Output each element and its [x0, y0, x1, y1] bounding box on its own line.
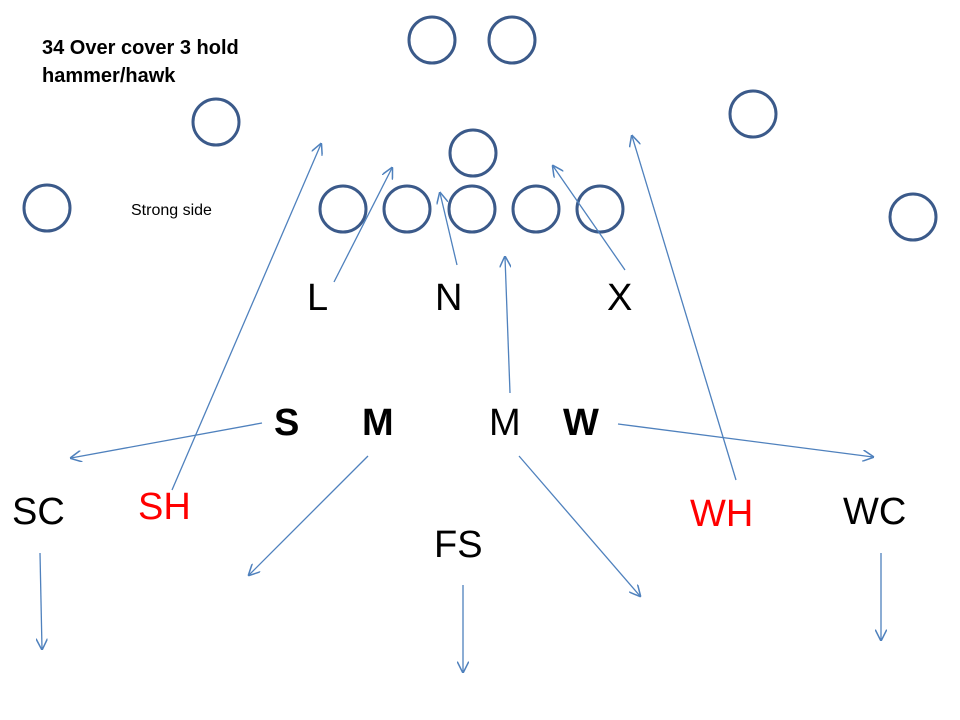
m-strong-hook-arrow	[249, 455, 369, 575]
offense-wide-receiver	[22, 183, 72, 233]
offense-lineman	[382, 184, 432, 234]
play-title-line2: hammer/hawk	[42, 65, 176, 87]
defender-wc: WC	[843, 491, 907, 533]
m-weak-blitz-arrow	[505, 257, 510, 394]
w-flat-arrow	[617, 423, 873, 457]
wh-deep-arrow	[632, 136, 737, 481]
defender-sc: SC	[12, 491, 65, 533]
defender-sh: SH	[138, 486, 191, 528]
offense-wide-receiver	[888, 192, 938, 242]
sc-deep-arrow	[40, 552, 42, 649]
n-rush-arrow	[440, 193, 458, 266]
offense-receiver	[407, 15, 457, 65]
defender-l: L	[307, 277, 329, 319]
offense-lineman	[511, 184, 561, 234]
defense-assignments	[40, 136, 881, 672]
offense-players	[22, 15, 938, 242]
offense-receiver	[487, 15, 537, 65]
m-weak-hook-arrow	[518, 455, 640, 596]
s-flat-arrow	[71, 422, 263, 458]
defender-n: N	[435, 277, 463, 319]
defender-wh: WH	[690, 493, 754, 535]
defender-m-strong: M	[362, 402, 394, 444]
defender-s: S	[274, 402, 300, 444]
l-rush-arrow	[333, 168, 392, 283]
strong-side-note: Strong side	[131, 202, 212, 219]
defender-w: W	[563, 402, 599, 444]
x-rush-arrow	[553, 166, 626, 271]
offense-receiver	[728, 89, 778, 139]
defender-m-weak: M	[489, 402, 521, 444]
offense-lineman	[575, 184, 625, 234]
defender-x: X	[607, 277, 633, 319]
offense-center	[447, 184, 497, 234]
offense-quarterback	[448, 128, 498, 178]
offense-lineman	[318, 184, 368, 234]
play-title-line1: 34 Over cover 3 hold	[42, 37, 239, 59]
defender-fs: FS	[434, 524, 483, 566]
sh-deep-arrow	[171, 144, 321, 491]
offense-wingback	[191, 97, 241, 147]
play-title: 34 Over cover 3 hold hammer/hawk	[42, 34, 239, 90]
